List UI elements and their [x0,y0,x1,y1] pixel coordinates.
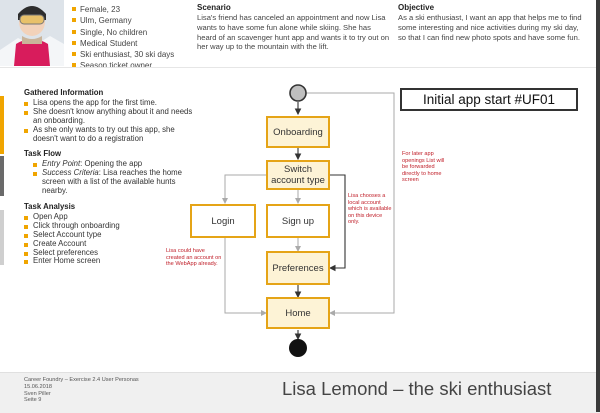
node-home: Home [266,297,330,329]
task-flow-title: Task Flow [24,149,62,159]
edge-switch-login [222,174,268,204]
task-analysis-list: Open App Click through onboarding Select… [24,212,199,266]
accent-bar-light [0,210,4,265]
gathered-info-list: Lisa opens the app for the first time. S… [24,98,199,144]
node-preferences: Preferences [266,251,330,285]
scenario-text: Lisa's friend has canceled an appointmen… [197,13,390,52]
objective-text: As a ski enthusiast, I want an app that … [398,13,582,42]
gathered-info-title: Gathered Information [24,88,104,97]
task-analysis-item: Select Account type [24,230,199,240]
gathered-info-item: She doesn't know anything about it and n… [24,107,199,126]
end-node [289,339,307,357]
start-node [289,84,307,102]
accent-bar-dark [0,156,4,196]
flow-title: Initial app start #UF01 [400,88,578,111]
task-analysis-item: Click through onboarding [24,221,199,231]
node-sign-up: Sign up [266,204,330,238]
header-divider [0,67,600,68]
persona-title: Lisa Lemond – the ski enthusiast [282,378,552,399]
profile-item: Ski enthusiast, 30 ski days [72,49,174,60]
profile-item: Female, 23 [72,4,174,15]
objective-title: Objective [398,3,435,12]
flow-edges [222,92,395,341]
profile-item: Season ticket owner [72,60,174,71]
task-analysis-item: Select preferences [24,248,199,258]
entry-point-value: : Opening the app [80,159,143,169]
gathered-info-item: As she only wants to try out this app, s… [24,125,199,144]
scenario-title: Scenario [197,3,231,12]
persona-photo [0,0,64,66]
profile-item: Ulm, Germany [72,15,174,26]
objective-section: Objective As a ski enthusiast, I want an… [398,3,588,42]
footer-date: 15.06.2018 [24,383,52,390]
footer-author: Sven Piller [24,390,51,397]
edge-login-home [224,238,267,316]
scenario-section: Scenario Lisa's friend has canceled an a… [197,3,392,52]
task-analysis-item: Create Account [24,239,199,249]
left-column: Gathered Information Lisa opens the app … [24,88,199,266]
task-analysis-title: Task Analysis [24,201,76,211]
task-flow-list: Entry Point: Opening the app Success Cri… [24,159,199,196]
gathered-info-item: Lisa opens the app for the first time. [24,98,199,108]
profile-item: Medical Student [72,38,174,49]
note-later-openings: For later app openings List will be forw… [402,151,445,184]
node-onboarding: Onboarding [266,116,330,148]
footer-bar [0,372,600,413]
footer-meta: Career Foundry – Exercise 2.4 User Perso… [24,377,139,404]
entry-point-item: Entry Point: Opening the app [24,159,199,169]
edge-switch-preferences [328,174,346,272]
profile-item: Single, No children [72,27,174,38]
success-criteria-item: Success Criteria: Lisa reaches the home … [24,168,199,196]
task-analysis-item: Enter Home screen [24,257,199,266]
skier-portrait [0,0,64,66]
persona-profile-list: Female, 23 Ulm, Germany Single, No child… [72,4,174,72]
task-analysis-item: Open App [24,212,199,222]
footer-course: Career Foundry – Exercise 2.4 User Perso… [24,377,139,383]
edge-start-home [298,92,395,316]
entry-point-label: Entry Point [42,159,81,169]
node-login: Login [190,204,256,238]
accent-bar [0,96,4,154]
note-webapp-account: Lisa could have created an account on th… [166,248,222,268]
node-switch-account-type: Switch account type [266,160,330,190]
success-criteria-label: Success Criteria [42,168,99,178]
footer-page: Seite 9 [24,397,42,404]
scrollbar[interactable] [596,0,600,412]
note-local-account: Lisa chooses a local account which is av… [348,193,392,226]
success-criteria-value: : Lisa reaches the home screen with a li… [42,168,182,196]
